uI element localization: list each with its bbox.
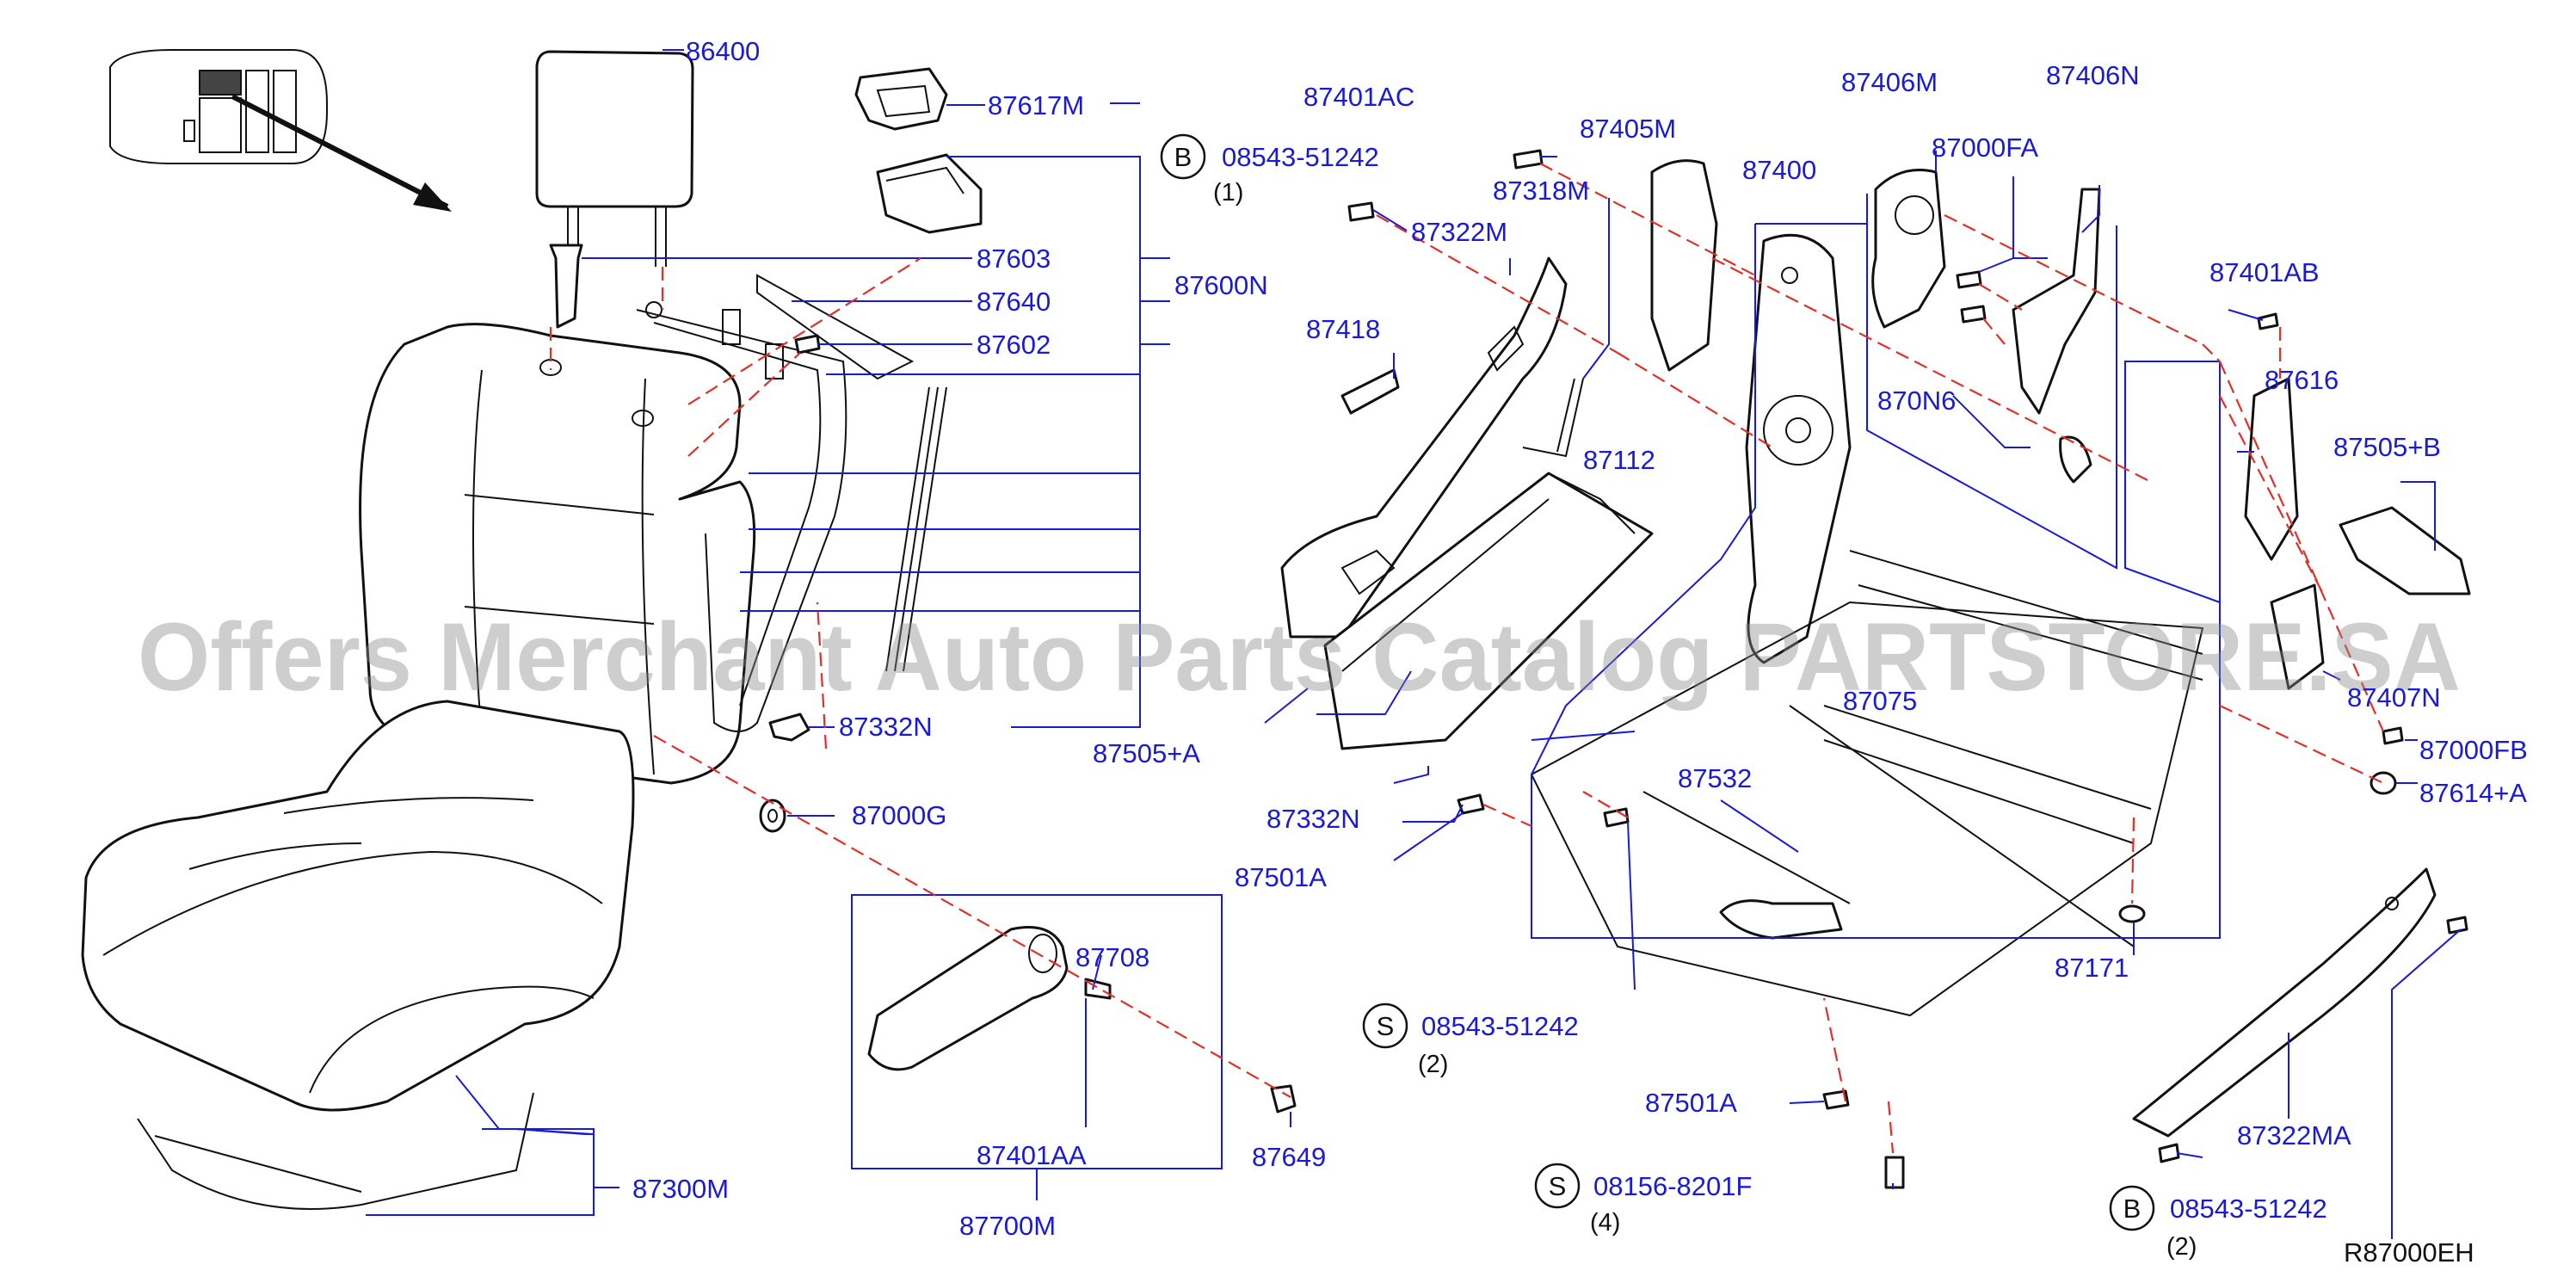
label-87300M[interactable]: 87300M	[632, 1174, 729, 1204]
label-87318M[interactable]: 87318M	[1493, 176, 1589, 206]
label-08543-51242-b1[interactable]: 08543-51242	[1222, 142, 1379, 172]
label-87332N-left[interactable]: 87332N	[839, 712, 933, 742]
label-87505B[interactable]: 87505+B	[2333, 432, 2441, 462]
spacer-870N6-part	[2059, 435, 2092, 484]
label-87406N[interactable]: 87406N	[2046, 60, 2140, 90]
label-87532[interactable]: 87532	[1678, 763, 1752, 793]
label-87322M[interactable]: 87322M	[1411, 217, 1507, 247]
dashed-guides	[549, 163, 2385, 1154]
headrest-part	[535, 50, 694, 267]
label-87505A[interactable]: 87505+A	[1093, 738, 1200, 768]
armrest-87708-part	[867, 926, 1112, 1071]
side-cover-87322MA-part	[2132, 867, 2437, 1138]
cap-87649-part	[1270, 1084, 1297, 1114]
lever-87406N-part	[2012, 188, 2101, 415]
watermark-text: Offers Merchant Auto Parts Catalog PARTS…	[138, 603, 2461, 711]
label-87401AC[interactable]: 87401AC	[1303, 82, 1414, 112]
label-87401AA[interactable]: 87401AA	[977, 1140, 1087, 1170]
label-87649[interactable]: 87649	[1252, 1142, 1326, 1172]
label-87418[interactable]: 87418	[1306, 314, 1380, 344]
label-87708[interactable]: 87708	[1075, 942, 1149, 972]
badge-b-letter: B	[1174, 142, 1192, 172]
badge-s-2: S	[1534, 1163, 1581, 1209]
label-87332N-right[interactable]: 87332N	[1266, 804, 1360, 834]
clip-87332N-left-part	[768, 713, 810, 742]
label-86400[interactable]: 86400	[686, 36, 760, 66]
label-87112[interactable]: 87112	[1583, 445, 1655, 475]
label-87501A-bottom[interactable]: 87501A	[1645, 1088, 1737, 1118]
label-87000FB[interactable]: 87000FB	[2419, 735, 2528, 765]
label-87405M[interactable]: 87405M	[1580, 114, 1676, 144]
label-87616[interactable]: 87616	[2265, 365, 2339, 395]
label-87406M[interactable]: 87406M	[1841, 67, 1938, 97]
rod-87532-part	[1642, 791, 1851, 904]
label-87602[interactable]: 87602	[977, 330, 1051, 360]
label-08543-51242-b2[interactable]: 08543-51242	[2170, 1194, 2327, 1224]
qty-s2: (4)	[1590, 1209, 1620, 1237]
label-87075[interactable]: 87075	[1843, 686, 1917, 716]
diagram-code: R87000EH	[2344, 1237, 2474, 1268]
badge-b-1: B	[1160, 133, 1206, 180]
badge-s-letter: S	[1377, 1011, 1395, 1041]
adjuster-87075-part	[1530, 550, 2204, 1017]
qty-b1: (1)	[1213, 179, 1243, 207]
label-870N6[interactable]: 870N6	[1877, 386, 1956, 416]
vehicle-locator-icon	[109, 49, 452, 212]
label-87400[interactable]: 87400	[1742, 155, 1816, 185]
badge-s-letter: S	[1549, 1171, 1567, 1201]
seat-back-part	[359, 323, 756, 785]
seat-cushion-part	[81, 700, 635, 1210]
label-87617M[interactable]: 87617M	[988, 90, 1084, 120]
label-08156-8201F-s2[interactable]: 08156-8201F	[1593, 1171, 1752, 1201]
holder-87600N-part	[876, 153, 983, 234]
label-87171[interactable]: 87171	[2055, 953, 2129, 983]
label-08543-51242-s1[interactable]: 08543-51242	[1421, 1011, 1579, 1041]
label-87000FA[interactable]: 87000FA	[1932, 133, 2038, 163]
seat-frame-87400-part	[1745, 233, 1852, 664]
part-labels: 86400 87617M 87603 87640 87602 87600N 87…	[632, 36, 2528, 1268]
label-87322MA[interactable]: 87322MA	[2237, 1120, 2351, 1151]
bolt-87602-part	[794, 334, 821, 355]
label-87614A[interactable]: 87614+A	[2419, 778, 2527, 808]
leader-lines	[366, 49, 2462, 1239]
qty-s1: (2)	[1418, 1051, 1448, 1078]
label-87700M[interactable]: 87700M	[959, 1211, 1056, 1241]
badge-s-1: S	[1362, 1002, 1408, 1049]
bracket-87318M-part	[1522, 378, 1584, 458]
clip-87617M-part	[854, 67, 948, 131]
clip-87418-part	[1340, 368, 1400, 415]
guide-87603-part	[549, 244, 583, 329]
label-87640[interactable]: 87640	[977, 287, 1051, 317]
right-parts-87616-87505B-part	[2244, 377, 2471, 690]
label-87000G[interactable]: 87000G	[852, 800, 946, 830]
label-87401AB[interactable]: 87401AB	[2209, 257, 2320, 287]
hinge-cover-87406M-part	[1871, 169, 1946, 329]
label-87407N[interactable]: 87407N	[2347, 682, 2441, 713]
cover-87405M-part	[1650, 159, 1718, 372]
qty-b2: (2)	[2166, 1233, 2197, 1261]
side-cover-87322M-part	[1280, 256, 1568, 638]
label-87501A-top[interactable]: 87501A	[1235, 862, 1327, 892]
label-87600N[interactable]: 87600N	[1174, 270, 1268, 300]
label-87603[interactable]: 87603	[977, 244, 1051, 274]
badge-b-2: B	[2109, 1185, 2155, 1231]
badge-b-letter: B	[2123, 1194, 2142, 1224]
washer-87000G-part	[759, 799, 786, 833]
